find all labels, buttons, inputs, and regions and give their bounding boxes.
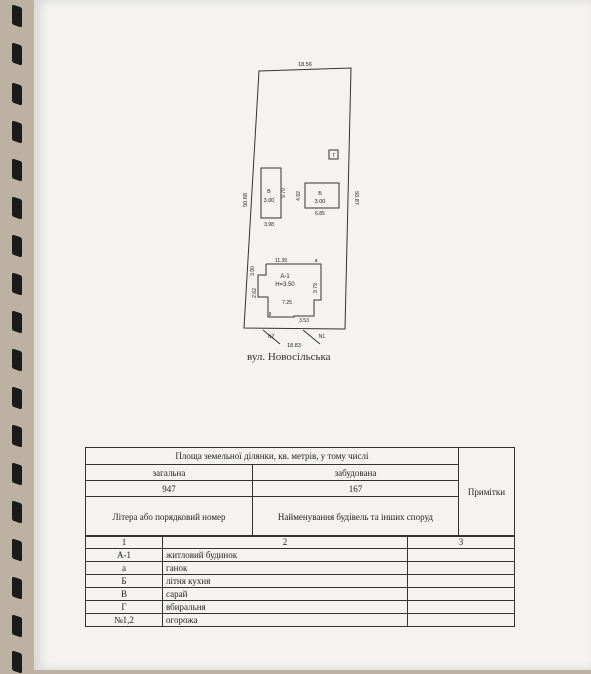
building-b-width: 6.85 (315, 211, 325, 217)
row-name: вбиральня (162, 600, 408, 614)
total-area-value: 947 (85, 480, 253, 497)
table-row: №1,2 огорожа (85, 613, 515, 627)
dim-top: 18.56 (298, 62, 312, 68)
gate-square (328, 149, 339, 160)
gate-label: Г (333, 153, 336, 159)
house-outline (257, 263, 322, 318)
built-area-value: 167 (252, 480, 459, 497)
building-v-side: 9.70 (281, 188, 287, 198)
building-b-side: 4.92 (296, 191, 302, 201)
plot-boundary (243, 67, 352, 330)
buildings-table: 1 2 3 А-1 житловий будинок а ганок Б літ… (85, 535, 515, 627)
row-code: Б (85, 574, 163, 588)
fence-line-1 (302, 329, 321, 345)
row-name: огорожа (162, 613, 408, 627)
table-row: А-1 житловий будинок (85, 548, 515, 562)
house-dim-left1: 3.90 (250, 266, 256, 276)
notes-header: Примітки (457, 447, 516, 537)
column-number-3: 3 (407, 535, 515, 549)
row-note (407, 574, 515, 588)
house-label: А-1 (280, 274, 290, 280)
table-row: а ганок (85, 561, 515, 575)
house-dim-right: 9.79 (313, 283, 319, 293)
house-dim-bottom: 3.53 (299, 318, 309, 324)
row-note (407, 561, 515, 575)
dim-right: 50.87 (353, 191, 359, 205)
building-v (260, 167, 282, 219)
building-b-label: Б (318, 191, 322, 197)
fence-2-label: N2 (268, 334, 275, 340)
building-v-height: 3.00 (264, 198, 275, 204)
row-code: А-1 (85, 548, 163, 562)
area-table: Площа земельної ділянки, кв. метрів, у т… (85, 447, 516, 537)
row-note (407, 613, 515, 627)
house-dim-top: 11.39 (275, 258, 287, 264)
column-number-2: 2 (162, 535, 408, 549)
house-height: Н=3.50 (275, 282, 295, 288)
column-number-1: 1 (85, 535, 163, 549)
fence-line-2 (262, 329, 281, 345)
row-code: №1,2 (85, 613, 163, 627)
building-b-height: 3.00 (315, 199, 326, 205)
row-name: ганок (162, 561, 408, 575)
row-name: літня кухня (162, 574, 408, 588)
building-v-label: В (267, 189, 271, 195)
table-row: Б літня кухня (85, 574, 515, 588)
row-code: а (85, 561, 163, 575)
total-area-label: загальна (85, 464, 253, 481)
row-note (407, 600, 515, 614)
dim-left: 50.68 (243, 193, 249, 207)
house-dim-inner: 7.25 (282, 300, 292, 306)
area-header: Площа земельної ділянки, кв. метрів, у т… (85, 447, 459, 465)
fence-1-label: N1 (319, 334, 326, 340)
row-note (407, 548, 515, 562)
row-name: сарай (162, 587, 408, 601)
code-column-header: Літера або порядковий номер (85, 496, 253, 537)
table-row: Г вбиральня (85, 600, 515, 614)
house-porch-label: а (315, 258, 318, 264)
row-code: Г (85, 600, 163, 614)
street-name: вул. Новосільська (247, 351, 331, 363)
built-area-label: забудована (252, 464, 459, 481)
building-b (304, 182, 340, 209)
building-v-width: 3.98 (264, 222, 274, 228)
name-column-header: Найменування будівель та інших споруд (252, 496, 459, 537)
row-code: В (85, 587, 163, 601)
house-dim-left2: 2.62 (252, 288, 258, 298)
row-name: житловий будинок (162, 548, 408, 562)
dim-bottom: 18.83 (287, 343, 301, 349)
table-row: В сарай (85, 587, 515, 601)
row-note (407, 587, 515, 601)
